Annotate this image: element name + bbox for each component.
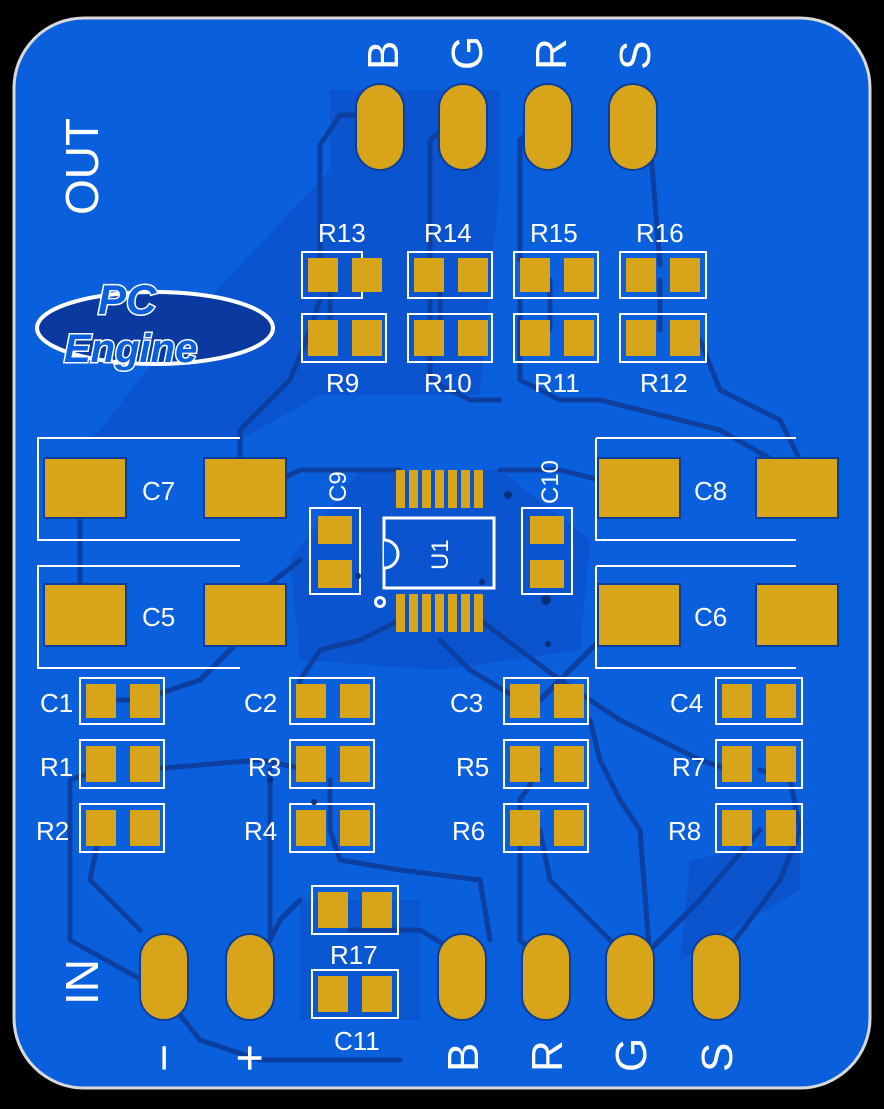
bottom-connector-s: S (693, 1043, 742, 1072)
power-pin-plus: + (224, 1044, 277, 1072)
label-c1: C1 (40, 688, 73, 718)
silkscreen-outlines (37, 251, 803, 1019)
ic-u1-label: U1 (427, 539, 454, 570)
top-connector-r: R (527, 38, 576, 70)
label-r3: R3 (248, 752, 281, 782)
smd-pads (86, 258, 796, 1012)
logo-line2: Engine (64, 327, 197, 371)
label-c9: C9 (325, 471, 352, 502)
label-c10: C10 (537, 460, 564, 504)
label-c6: C6 (694, 602, 727, 632)
label-r2: R2 (36, 816, 69, 846)
pc-engine-logo: PC Engine (35, 275, 275, 373)
bottom-connector-r: R (523, 1040, 572, 1072)
logo-line1: PC (98, 276, 157, 323)
label-c5: C5 (142, 602, 175, 632)
connector-pads (139, 83, 741, 1021)
top-connector-s: S (611, 41, 660, 70)
bottom-connector-b: B (439, 1043, 488, 1072)
label-r13: R13 (318, 218, 366, 248)
label-c11: C11 (334, 1026, 380, 1056)
vias (267, 491, 551, 805)
label-c8: C8 (694, 476, 727, 506)
label-r6: R6 (452, 816, 485, 846)
label-r10: R10 (424, 368, 472, 398)
top-connector-g: G (443, 36, 492, 70)
label-r4: R4 (244, 816, 277, 846)
label-r15: R15 (530, 218, 578, 248)
label-r5: R5 (456, 752, 489, 782)
label-c2: C2 (244, 688, 277, 718)
label-r1: R1 (40, 752, 73, 782)
label-out: OUT (56, 118, 108, 215)
label-r7: R7 (672, 752, 705, 782)
large-capacitor-pads (43, 457, 839, 647)
label-r11: R11 (534, 368, 580, 398)
bottom-connector-g: G (607, 1038, 656, 1072)
label-c4: C4 (670, 688, 703, 718)
label-c3: C3 (450, 688, 483, 718)
label-r16: R16 (636, 218, 684, 248)
label-c7: C7 (142, 476, 175, 506)
label-r14: R14 (424, 218, 472, 248)
label-r8: R8 (668, 816, 701, 846)
top-connector-b: B (359, 41, 408, 70)
label-r17: R17 (330, 940, 378, 970)
power-pin-minus: − (138, 1044, 191, 1072)
label-r9: R9 (326, 368, 359, 398)
silkscreen-text: OUT IN B G R S B R G S − + U1 R13 R14 R1… (36, 36, 742, 1072)
label-in: IN (56, 959, 108, 1005)
label-r12: R12 (640, 368, 688, 398)
ic-u1 (374, 470, 496, 632)
